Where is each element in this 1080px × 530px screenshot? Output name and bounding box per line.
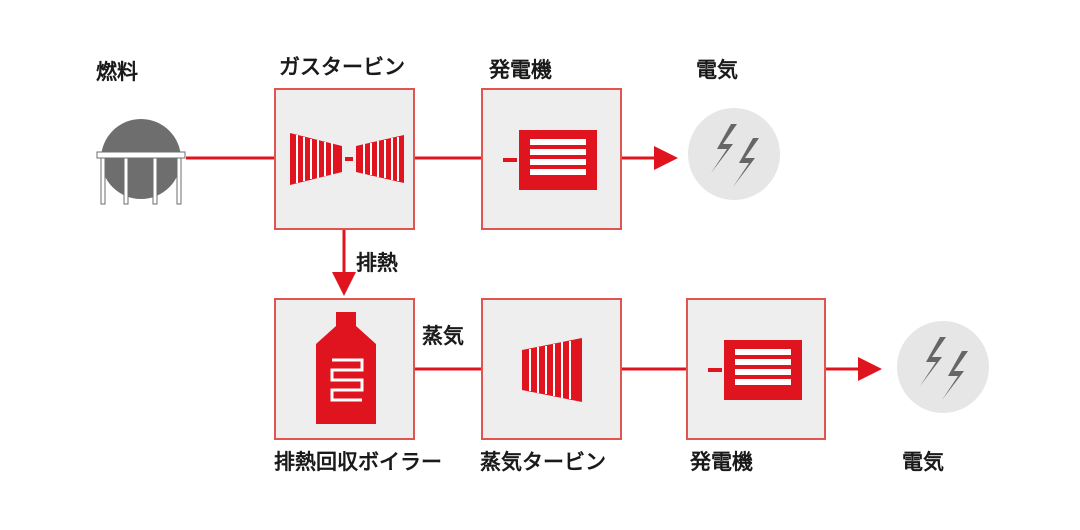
gas-turbine-box	[274, 88, 415, 230]
generator-icon	[708, 338, 808, 402]
lightning-bolt-icon	[688, 108, 780, 200]
gas-turbine-icon	[284, 124, 406, 194]
steam-turbine-label: 蒸気タービン	[480, 450, 606, 474]
electricity-circle-top	[687, 107, 781, 201]
steam-label: 蒸気	[422, 324, 464, 348]
fuel-tank-icon	[95, 115, 187, 210]
exhaust-heat-label: 排熱	[356, 251, 398, 275]
hrsg-label: 排熱回収ボイラー	[274, 450, 442, 474]
electricity-circle-bottom	[896, 320, 990, 414]
lightning-bolt-icon	[897, 321, 989, 413]
generator-label-top: 発電機	[489, 58, 552, 82]
electricity-label-top: 電気	[696, 58, 738, 82]
electricity-label-bottom: 電気	[902, 450, 944, 474]
generator-label-bottom: 発電機	[690, 450, 753, 474]
gas-turbine-label: ガスタービン	[279, 55, 405, 79]
hrsg-box	[274, 298, 415, 440]
generator-box-top	[481, 88, 622, 230]
steam-turbine-box	[481, 298, 622, 440]
generator-box-bottom	[686, 298, 826, 440]
fuel-label: 燃料	[96, 60, 138, 84]
steam-turbine-icon	[518, 334, 588, 406]
generator-icon	[503, 128, 603, 192]
boiler-icon	[312, 308, 380, 430]
